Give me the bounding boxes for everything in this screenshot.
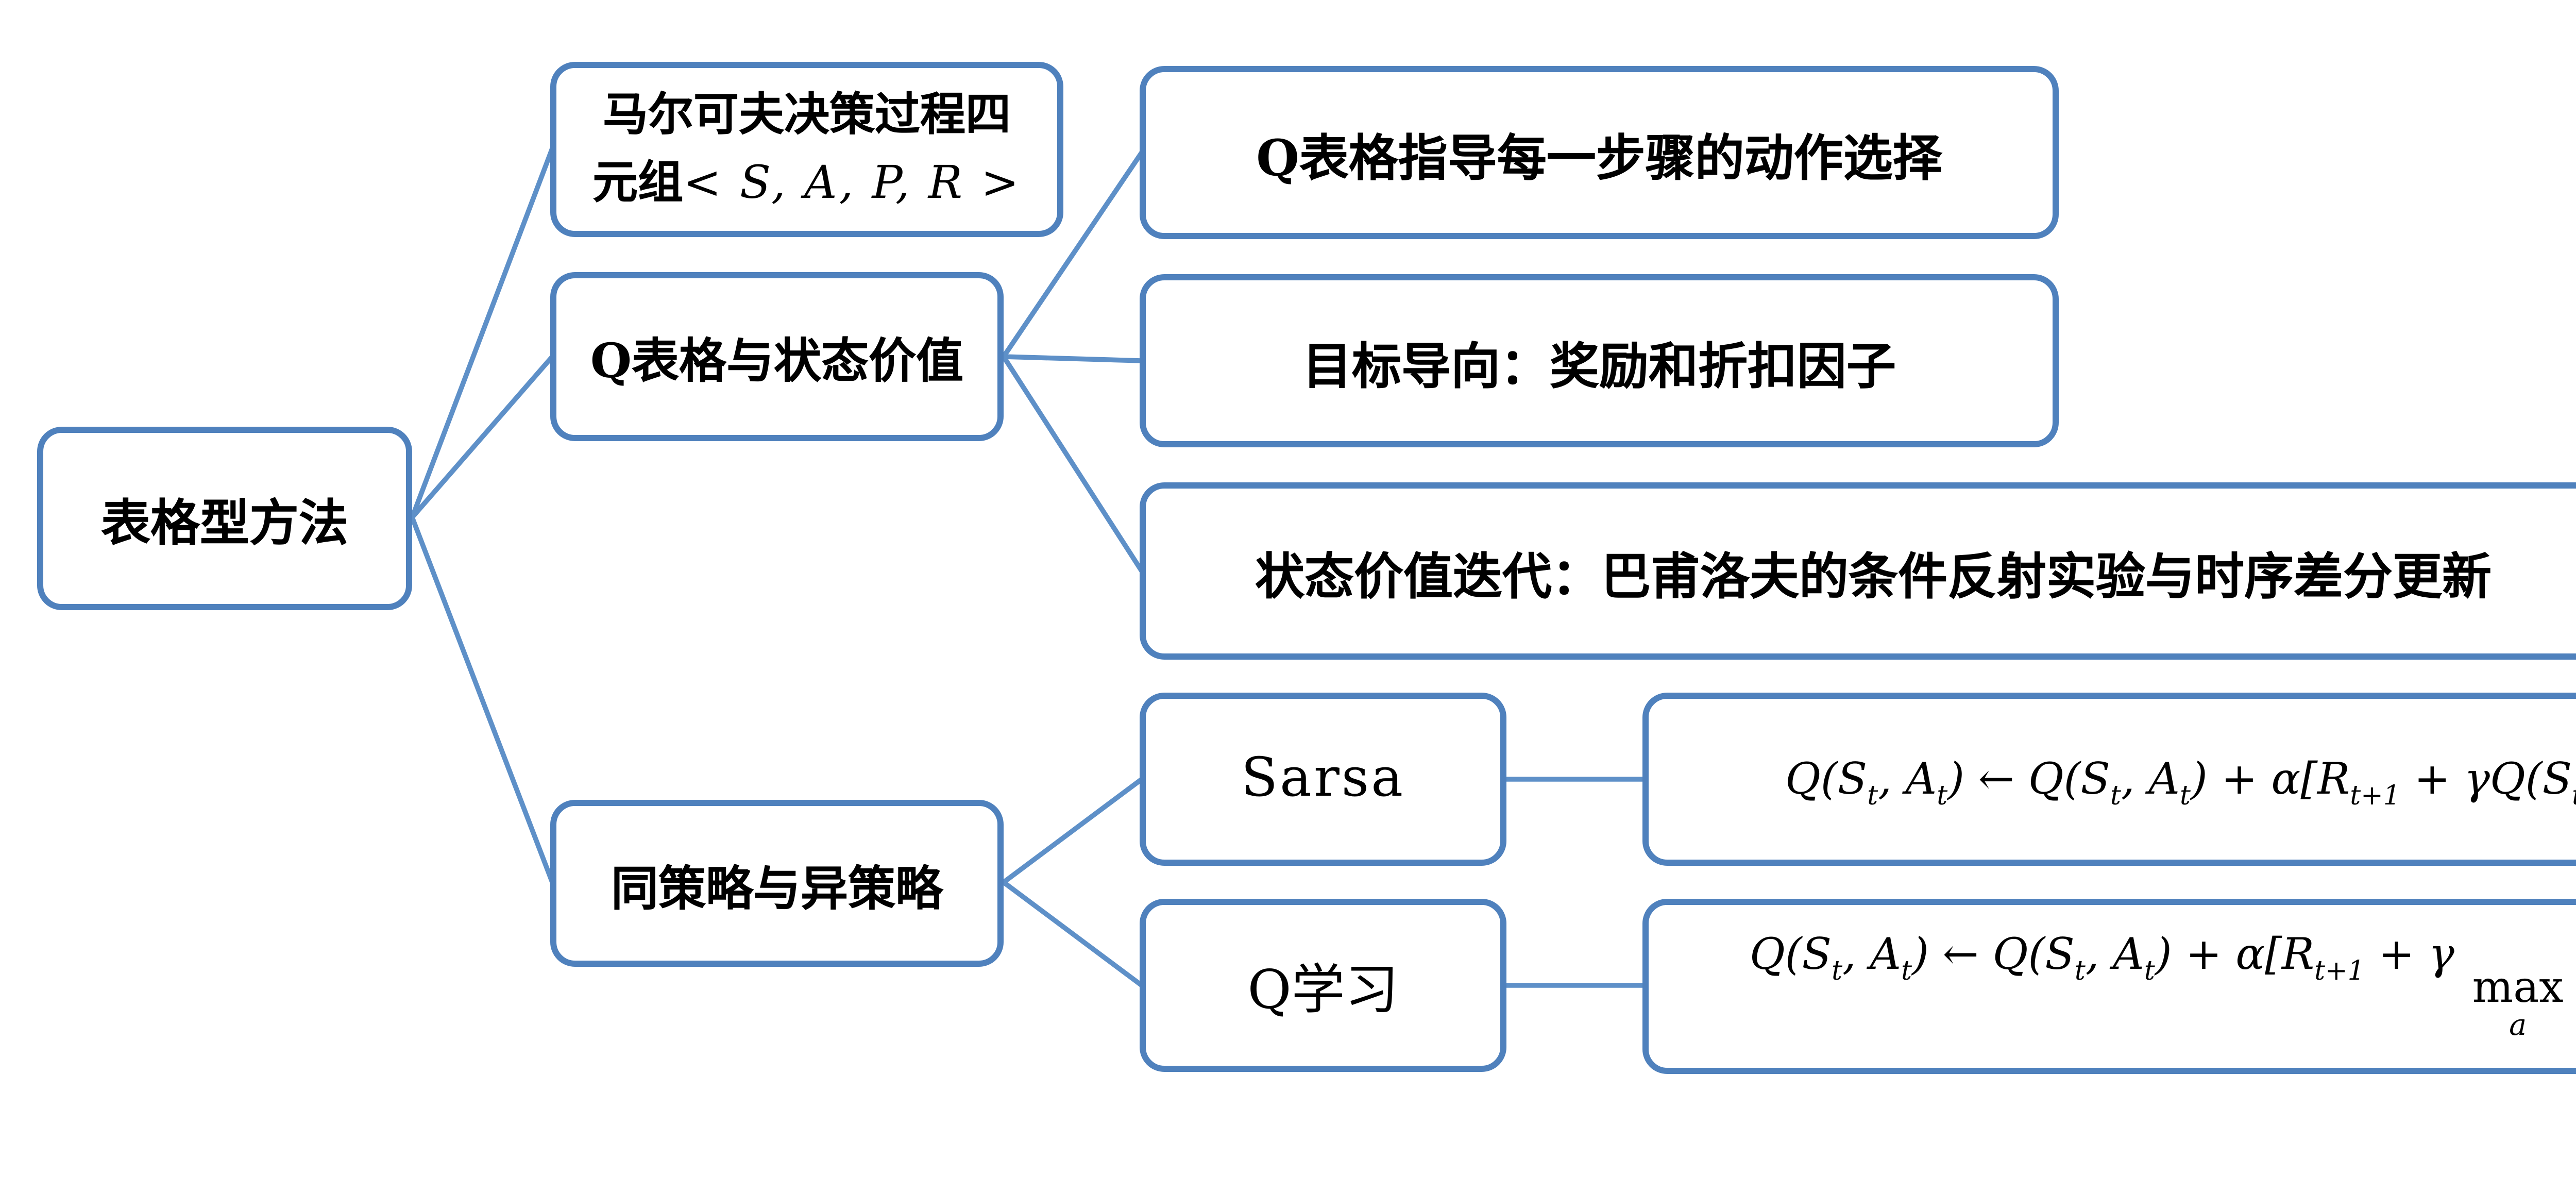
connector-policy-to-qlearn <box>1001 880 1144 988</box>
node-mdp-content: 马尔可夫决策过程四元组< S, A, P, R > <box>585 81 1028 217</box>
qlearn-label: Q学习 <box>1247 960 1399 1021</box>
node-q-learning: Q学习 <box>1140 899 1506 1072</box>
leaf-b-label: 目标导向：奖励和折扣因子 <box>1302 335 1896 395</box>
sarsa-label: Sarsa <box>1241 748 1405 810</box>
node-qtable-state-value: Q表格与状态价值 <box>550 272 1004 441</box>
leaf-a-label: Q表格指导每一步骤的动作选择 <box>1256 127 1942 187</box>
node-on-off-policy: 同策略与异策略 <box>550 800 1004 967</box>
node-qtable-label: Q表格与状态价值 <box>590 334 964 390</box>
connector-policy-to-sarsa <box>1001 777 1144 885</box>
node-root-label: 表格型方法 <box>101 493 348 552</box>
node-sarsa: Sarsa <box>1140 693 1506 866</box>
node-sarsa-update-formula: Q(St, At) ← Q(St, At) + α[Rt+1 + γQ(St+1… <box>1642 693 2576 866</box>
leaf-c-label: 状态价值迭代：巴甫洛夫的条件反射实验与时序差分更新 <box>1255 545 2492 605</box>
node-mdp-label: 马尔可夫决策过程四元组 <box>592 88 1011 209</box>
connector-qtable-to-leaf-c <box>1001 354 1144 574</box>
connector-root-to-policy <box>410 515 555 885</box>
node-qtable-action-selection: Q表格指导每一步骤的动作选择 <box>1140 66 2059 239</box>
node-goal-oriented-reward-discount: 目标导向：奖励和折扣因子 <box>1140 274 2059 447</box>
connector-qtable-to-leaf-b <box>1001 354 1144 363</box>
connector-root-to-mdp <box>410 146 555 520</box>
node-root-tabular-methods: 表格型方法 <box>37 427 412 610</box>
connector-root-to-qtable <box>410 354 555 520</box>
node-policy-label: 同策略与异策略 <box>611 861 943 916</box>
node-mdp-math: < S, A, P, R > <box>683 158 1021 209</box>
node-mdp-tuple: 马尔可夫决策过程四元组< S, A, P, R > <box>550 62 1063 237</box>
sarsa-formula: Q(St, At) ← Q(St, At) + α[Rt+1 + γQ(St+1… <box>1785 754 2576 813</box>
node-state-value-iteration: 状态价值迭代：巴甫洛夫的条件反射实验与时序差分更新 <box>1140 482 2576 660</box>
